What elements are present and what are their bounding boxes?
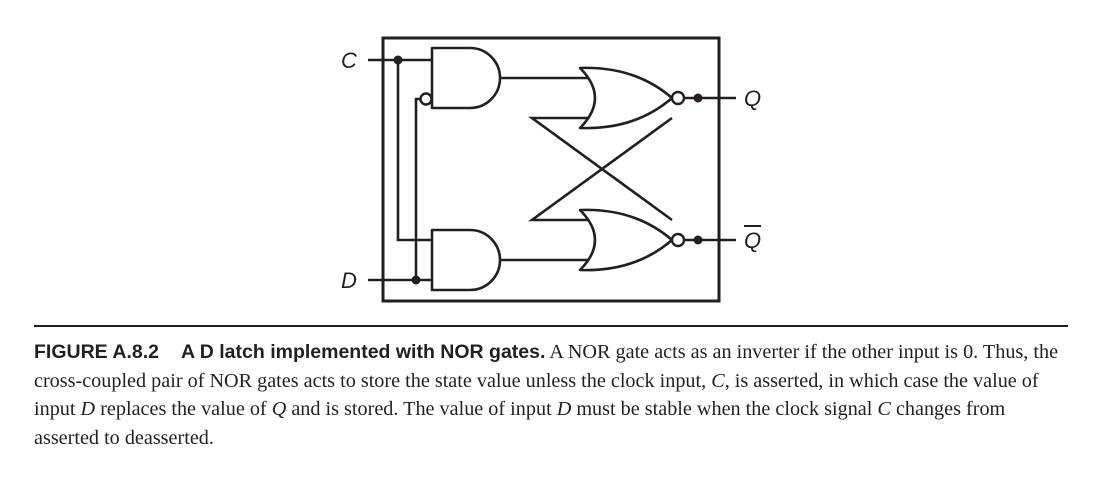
latch-frame <box>381 36 721 303</box>
d-latch-circuit-diagram: C D Q Q <box>341 36 761 303</box>
label-c: C <box>341 48 357 73</box>
wire-c-to-lower-and <box>396 60 432 242</box>
label-d: D <box>341 268 357 293</box>
label-qbar: Q <box>744 228 761 253</box>
caption-var-d: D <box>80 398 96 420</box>
caption-rule <box>34 325 1068 327</box>
caption-var-c: C <box>711 369 725 392</box>
junction-d <box>411 275 421 285</box>
caption-text-6: changes from asserted to deasserted. <box>34 398 1006 449</box>
nor-gate-lower <box>578 208 674 272</box>
junction-qbar <box>693 235 703 245</box>
caption-text-3: replaces the value of <box>95 398 272 420</box>
caption-text-5: must be stable when the clock signal <box>571 398 878 420</box>
nor-bubble-upper <box>670 90 686 106</box>
caption-text-2: , is asserted, in which case the value o… <box>34 369 1039 421</box>
wire-feedback-qbar-to-upper-nor <box>528 116 673 222</box>
figure-label: FIGURE A.8.2 <box>34 341 159 363</box>
figure-title: A D latch implemented with NOR gates. <box>180 341 546 363</box>
junction-c <box>393 55 403 65</box>
caption-text-1: A NOR gate acts as an inverter if the ot… <box>34 341 1059 392</box>
caption-var-d: D <box>556 398 572 420</box>
caption-var-c: C <box>877 398 891 420</box>
caption-var-q: Q <box>271 398 287 420</box>
label-q: Q <box>744 86 761 111</box>
caption-text-4: and is stored. The value of input <box>286 398 557 420</box>
and-gate-lower <box>430 228 502 292</box>
and-gate-upper <box>430 46 502 110</box>
wire-d-to-upper-and <box>414 97 421 280</box>
junction-q <box>693 93 703 103</box>
wire-feedback-q-to-lower-nor <box>528 116 673 222</box>
nor-bubble-lower <box>670 232 686 248</box>
figure-caption: FIGURE A.8.2 A D latch implemented with N… <box>34 338 1074 452</box>
inverter-bubble-d <box>419 92 433 106</box>
nor-gate-upper <box>578 66 674 130</box>
